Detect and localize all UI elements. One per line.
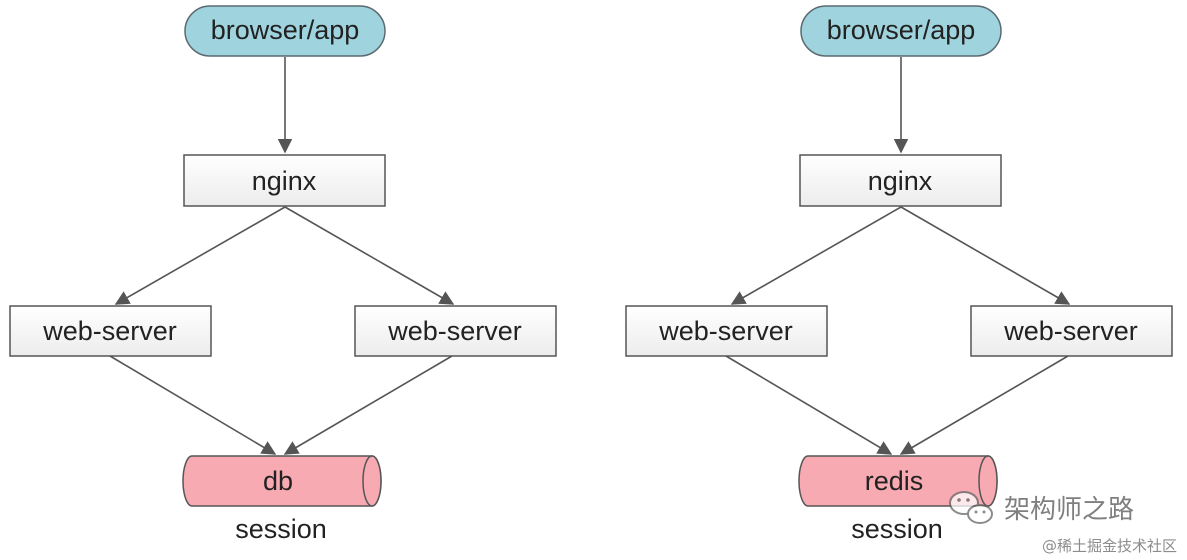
- watermark: 架构师之路 @稀土掘金技术社区: [949, 491, 1177, 555]
- web-server-node-right: web-server: [970, 305, 1173, 357]
- client-node: browser/app: [800, 5, 1002, 57]
- connector-server-right-to-store: [283, 355, 453, 455]
- web-server-label: web-server: [658, 316, 793, 346]
- nginx-node: nginx: [183, 154, 386, 207]
- store-node-db: db: [182, 455, 382, 507]
- store-node-redis: redis: [798, 455, 998, 507]
- connector-server-right-to-store: [899, 355, 1069, 455]
- store-caption: session: [851, 514, 943, 544]
- nginx-label: nginx: [868, 166, 933, 196]
- web-server-label: web-server: [387, 316, 522, 346]
- diagram-redis-session: browser/app nginx web-server web-server …: [625, 5, 1173, 544]
- connector-nginx-to-server-right: [284, 206, 455, 305]
- client-label: browser/app: [211, 15, 360, 45]
- connector-nginx-to-server-left: [730, 206, 902, 305]
- store-caption: session: [235, 514, 327, 544]
- nginx-node: nginx: [799, 154, 1002, 207]
- web-server-node-left: web-server: [9, 305, 212, 357]
- web-server-node-left: web-server: [625, 305, 828, 357]
- web-server-label: web-server: [1003, 316, 1138, 346]
- diagram-db-session: browser/app nginx web-server web-server …: [9, 5, 557, 544]
- web-server-node-right: web-server: [354, 305, 557, 357]
- watermark-credit: @稀土掘金技术社区: [1042, 537, 1177, 555]
- store-label: db: [263, 466, 293, 496]
- client-node: browser/app: [184, 5, 386, 57]
- web-server-label: web-server: [42, 316, 177, 346]
- connector-server-left-to-store: [109, 355, 277, 455]
- client-label: browser/app: [827, 15, 976, 45]
- watermark-brand: 架构师之路: [1004, 495, 1134, 525]
- wechat-icon: [949, 491, 993, 524]
- connector-nginx-to-server-left: [114, 206, 286, 305]
- nginx-label: nginx: [252, 166, 317, 196]
- store-label: redis: [865, 466, 924, 496]
- connector-server-left-to-store: [725, 355, 893, 455]
- connector-nginx-to-server-right: [900, 206, 1071, 305]
